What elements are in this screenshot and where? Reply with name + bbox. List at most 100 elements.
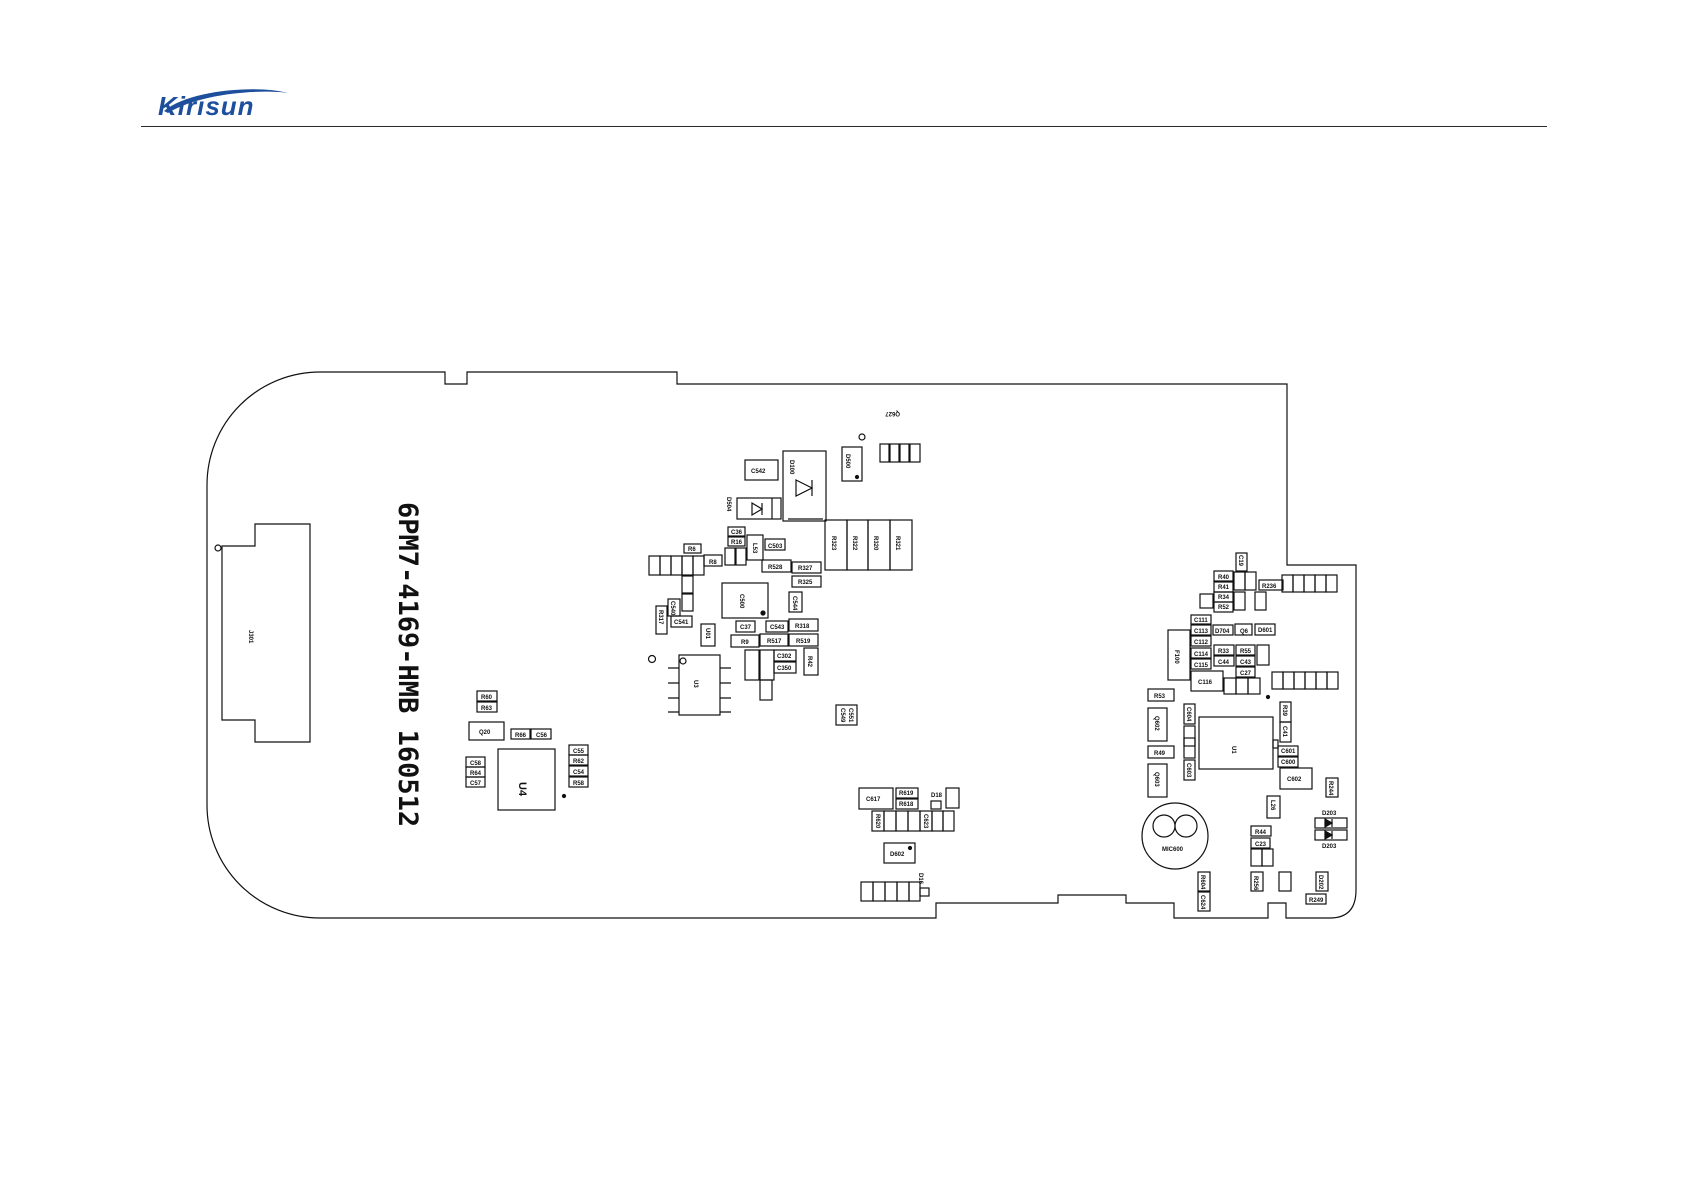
r60-pad xyxy=(476,690,498,702)
label-r6: R6 xyxy=(688,547,696,553)
diode-d203-b xyxy=(1314,829,1348,841)
r618-pad xyxy=(895,798,919,810)
d602-dot xyxy=(907,845,913,851)
rm3 xyxy=(1247,677,1261,695)
rb7 xyxy=(942,810,955,832)
d18-pad xyxy=(930,800,942,810)
label-c543: C543 xyxy=(770,625,785,631)
rc2 xyxy=(872,881,886,902)
test-point xyxy=(858,433,866,441)
rc5 xyxy=(908,881,921,902)
rl2 xyxy=(1261,848,1274,867)
rb6 xyxy=(931,810,944,832)
rb3 xyxy=(895,810,909,832)
connector-j301 xyxy=(221,523,311,743)
label-u1: U1 xyxy=(1230,746,1236,754)
label-c58: C58 xyxy=(470,761,482,767)
label-u3: U3 xyxy=(692,680,698,688)
c54-pad xyxy=(568,765,589,777)
label-r256: R256 xyxy=(1252,876,1258,891)
label-c56: C56 xyxy=(536,733,548,739)
d100-symbol xyxy=(788,479,823,520)
fuse-f100 xyxy=(1167,629,1191,681)
c27-pad xyxy=(1235,666,1256,678)
rr2 xyxy=(1244,571,1257,591)
label-c37: C37 xyxy=(740,625,752,631)
label-q603: Q603 xyxy=(1153,772,1159,787)
label-u4: U4 xyxy=(516,782,528,797)
label-u01: U01 xyxy=(704,628,710,640)
label-c54: C54 xyxy=(573,770,585,776)
label-r53: R53 xyxy=(1154,694,1166,700)
d500-dot xyxy=(854,474,860,480)
c37-pad xyxy=(735,620,756,633)
r62-pad xyxy=(568,754,589,766)
label-c603: C603 xyxy=(1185,763,1191,778)
d504-symbol xyxy=(751,498,773,519)
label-r317: R317 xyxy=(657,610,663,625)
d16-pad xyxy=(945,787,960,809)
r9-pad xyxy=(730,634,760,648)
label-c541: C541 xyxy=(674,620,689,626)
label-c600: C600 xyxy=(1281,760,1296,766)
u3-dot xyxy=(679,657,687,665)
r-col2 xyxy=(659,555,672,576)
rq4 xyxy=(1183,737,1196,759)
pin1-marker xyxy=(214,544,222,552)
c500-dot xyxy=(760,610,766,616)
rm4 xyxy=(1271,671,1284,690)
label-mic600: MIC600 xyxy=(1162,847,1184,853)
label-d704: D704 xyxy=(1215,629,1230,635)
r49-pad xyxy=(1147,745,1175,759)
c56-pad xyxy=(530,728,552,740)
c604-pad xyxy=(1197,891,1211,912)
label-c116: C116 xyxy=(1198,680,1213,686)
r42-pad xyxy=(803,647,819,676)
label-r44: R44 xyxy=(1255,830,1267,836)
c543-pad xyxy=(765,620,789,633)
label-r321: R321 xyxy=(894,536,900,551)
r236-pad xyxy=(1258,579,1284,591)
c43-pad xyxy=(1235,655,1256,667)
r-col6 xyxy=(724,547,736,566)
diode-d203-a xyxy=(1314,817,1348,829)
rc3 xyxy=(884,881,898,902)
rq1 xyxy=(1183,703,1196,725)
label-c111: C111 xyxy=(1194,618,1208,624)
rm9 xyxy=(1326,671,1339,690)
ic-u4 xyxy=(497,748,556,811)
rr1 xyxy=(1233,571,1246,591)
label-c617: C617 xyxy=(866,797,881,803)
label-l26: L26 xyxy=(1269,800,1275,811)
r-col4 xyxy=(681,555,694,576)
label-r16: R16 xyxy=(731,540,743,546)
label-r320: R320 xyxy=(872,536,878,551)
label-r519: R519 xyxy=(796,639,811,645)
label-r64: R64 xyxy=(470,771,482,777)
c23-pad xyxy=(1250,837,1271,849)
mic-mic600 xyxy=(1141,802,1209,870)
label-r327: R327 xyxy=(798,566,813,572)
mic-hole-right xyxy=(1174,814,1198,838)
r-pair1 xyxy=(744,649,760,681)
c541-pad xyxy=(670,615,693,628)
label-c350: C350 xyxy=(777,666,792,672)
r63-pad xyxy=(476,701,498,713)
rc4 xyxy=(896,881,910,902)
r44-pad xyxy=(1250,825,1272,837)
board-part-number: 6PM7-4169-HMB 160512 xyxy=(392,502,423,827)
label-r8: R8 xyxy=(709,560,717,566)
d704-pad xyxy=(1212,624,1234,636)
label-r323: R323 xyxy=(830,536,836,551)
c57-pad xyxy=(465,776,486,788)
c544-pad xyxy=(788,591,803,613)
diode-d504 xyxy=(736,497,782,520)
label-q20: Q20 xyxy=(479,730,491,736)
l26-pad xyxy=(1266,795,1281,819)
label-d202b: D202 xyxy=(1317,875,1323,890)
rm1 xyxy=(1223,677,1237,695)
r318-pad xyxy=(788,618,819,632)
r244-pad xyxy=(1325,777,1339,798)
d202-pad xyxy=(1315,871,1329,892)
label-c57: C57 xyxy=(470,781,482,787)
